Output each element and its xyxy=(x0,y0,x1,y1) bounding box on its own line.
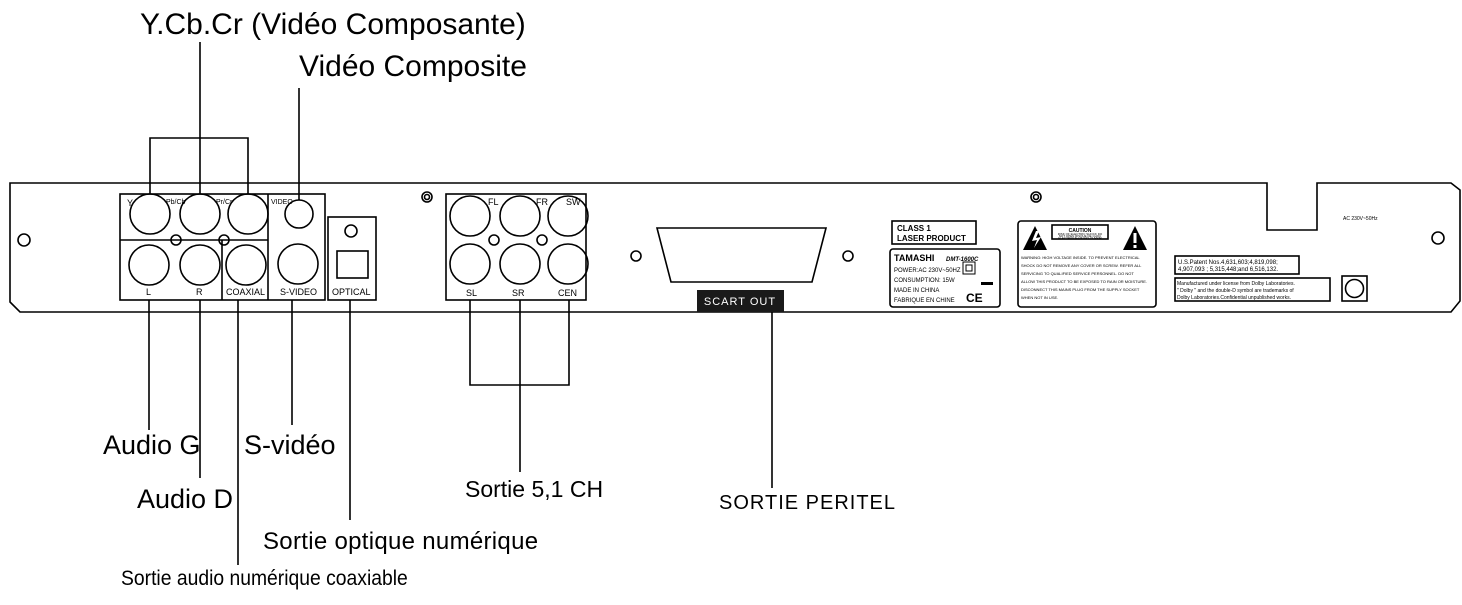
mounting-hole xyxy=(1431,231,1445,245)
fabrique: FABRIQUE EN CHINE xyxy=(894,298,955,304)
model: DMT-1600C xyxy=(946,257,979,263)
caution-title: CAUTION xyxy=(1069,228,1092,234)
jack-s-video xyxy=(277,243,319,285)
svg-text:ALLOW THIS PRODUCT TO BE EXPOS: ALLOW THIS PRODUCT TO BE EXPOSED TO RAIN… xyxy=(1021,279,1147,284)
svg-text:WHEN NOT IN USE.: WHEN NOT IN USE. xyxy=(1021,295,1058,300)
brand: TAMASHI xyxy=(894,253,934,263)
label-coaxial: COAXIAL xyxy=(226,287,265,297)
label-s-video: S-VIDEO xyxy=(280,287,317,297)
label-video: VIDEO xyxy=(271,199,293,206)
chassis-outline xyxy=(9,182,1461,313)
callout-audio-d: Audio D xyxy=(137,484,234,514)
jack-fr xyxy=(499,195,541,237)
jack-audio-l xyxy=(128,244,170,286)
dolby-line3: Dolby Laboratories.Confidential unpublis… xyxy=(1177,295,1291,301)
label-ac: AC 230V~50Hz xyxy=(1343,216,1378,222)
screw-hole xyxy=(423,193,431,201)
jack-pr xyxy=(227,193,269,235)
mounting-hole xyxy=(17,233,31,247)
callout-sortie-51: Sortie 5,1 CH xyxy=(465,476,604,502)
scart-badge xyxy=(697,290,784,312)
dolby-line2: " Dolby " and the double-D symbol are tr… xyxy=(1177,288,1294,294)
callout-audio-g: Audio G xyxy=(103,430,201,460)
jack-coaxial xyxy=(225,244,267,286)
svg-text:SERVICING TO QUALIFIED SERVICE: SERVICING TO QUALIFIED SERVICE PERSONNEL… xyxy=(1021,271,1134,276)
jack-audio-r xyxy=(179,244,221,286)
optical-port xyxy=(336,250,369,279)
consumption: CONSUMPTION: 15W xyxy=(894,278,955,284)
screw-hole xyxy=(1030,191,1042,203)
callout-sortie-coax: Sortie audio numérique coaxiable xyxy=(121,567,408,590)
laser-line1: CLASS 1 xyxy=(897,224,931,233)
scart-out-label: SCART OUT xyxy=(704,296,776,308)
label-fr: FR xyxy=(536,197,548,207)
patent-line1: U.S.Patent Nos.4,631,603;4,819,098; xyxy=(1178,260,1278,266)
callout-video-composite: Vidéo Composite xyxy=(299,50,527,83)
optical-frame xyxy=(327,216,377,301)
scart-connector xyxy=(655,227,828,283)
dolby-label xyxy=(1174,277,1331,302)
jack-sw xyxy=(547,195,589,237)
screw-hole xyxy=(1032,193,1040,201)
svg-text:ELECTRIQUE-NE PAS OUVRIR: ELECTRIQUE-NE PAS OUVRIR xyxy=(1058,236,1102,240)
label-l: L xyxy=(146,287,151,297)
label-fl: FL xyxy=(488,197,499,207)
label-sw: SW xyxy=(566,197,581,207)
laser-line2: LASER PRODUCT xyxy=(897,234,966,243)
jack-pb xyxy=(179,193,221,235)
svg-text:SHOCK DO NOT REMOVE ANY COVER: SHOCK DO NOT REMOVE ANY COVER OR SCREW. … xyxy=(1021,263,1142,268)
dolby-logo xyxy=(1341,275,1368,302)
label-pr: Pr/Cr xyxy=(216,199,233,206)
laser-label xyxy=(891,220,977,245)
label-optical: OPTICAL xyxy=(332,287,371,297)
svg-text:WARNING: HIGH VOLTAGE INSIDE.: WARNING: HIGH VOLTAGE INSIDE. TO PREVENT… xyxy=(1021,255,1140,260)
screw-hole xyxy=(421,191,433,203)
patent-line2: 4,907,093 ; 5,315,448;and 6,516,132. xyxy=(1178,267,1278,273)
label-sr: SR xyxy=(512,288,525,298)
rating-plate xyxy=(889,248,1001,308)
power: POWER:AC 230V~50HZ xyxy=(894,268,961,274)
jack-sl xyxy=(449,243,491,285)
svg-text:DISCONNECT THIS MAINS PLUG FRO: DISCONNECT THIS MAINS PLUG FROM THE SUPP… xyxy=(1021,287,1140,292)
dolby-line1: Manufactured under license from Dolby La… xyxy=(1177,281,1295,287)
label-y: Y xyxy=(127,198,133,208)
callout-sortie-optique: Sortie optique numérique xyxy=(263,528,539,555)
svg-text:NOT OPEN RISQUE DE CHOC: NOT OPEN RISQUE DE CHOC xyxy=(1059,234,1102,238)
callout-ycbcr: Y.Cb.Cr (Vidéo Composante) xyxy=(140,8,526,41)
jack-sr xyxy=(499,243,541,285)
callout-sortie-peritel: SORTIE PERITEL xyxy=(719,492,897,514)
callout-s-video: S-vidéo xyxy=(244,430,336,460)
leader-ycbcr xyxy=(149,42,249,194)
svg-text:RISK OF ELECTRIC SHOCK DO: RISK OF ELECTRIC SHOCK DO xyxy=(1058,232,1103,236)
label-sl: SL xyxy=(466,288,477,298)
leader-51 xyxy=(469,300,570,472)
surround-group-frame xyxy=(445,193,587,301)
jack-cen xyxy=(547,243,589,285)
jack-fl xyxy=(449,195,491,237)
ce-mark: CE xyxy=(966,291,983,305)
made-in: MADE IN CHINA xyxy=(894,288,939,294)
label-r: R xyxy=(196,287,203,297)
label-cen: CEN xyxy=(558,288,577,298)
label-pb: Pb/Cb xyxy=(166,199,186,206)
caution-label xyxy=(1017,220,1157,308)
patent-label xyxy=(1174,255,1300,275)
jack-y xyxy=(129,193,171,235)
